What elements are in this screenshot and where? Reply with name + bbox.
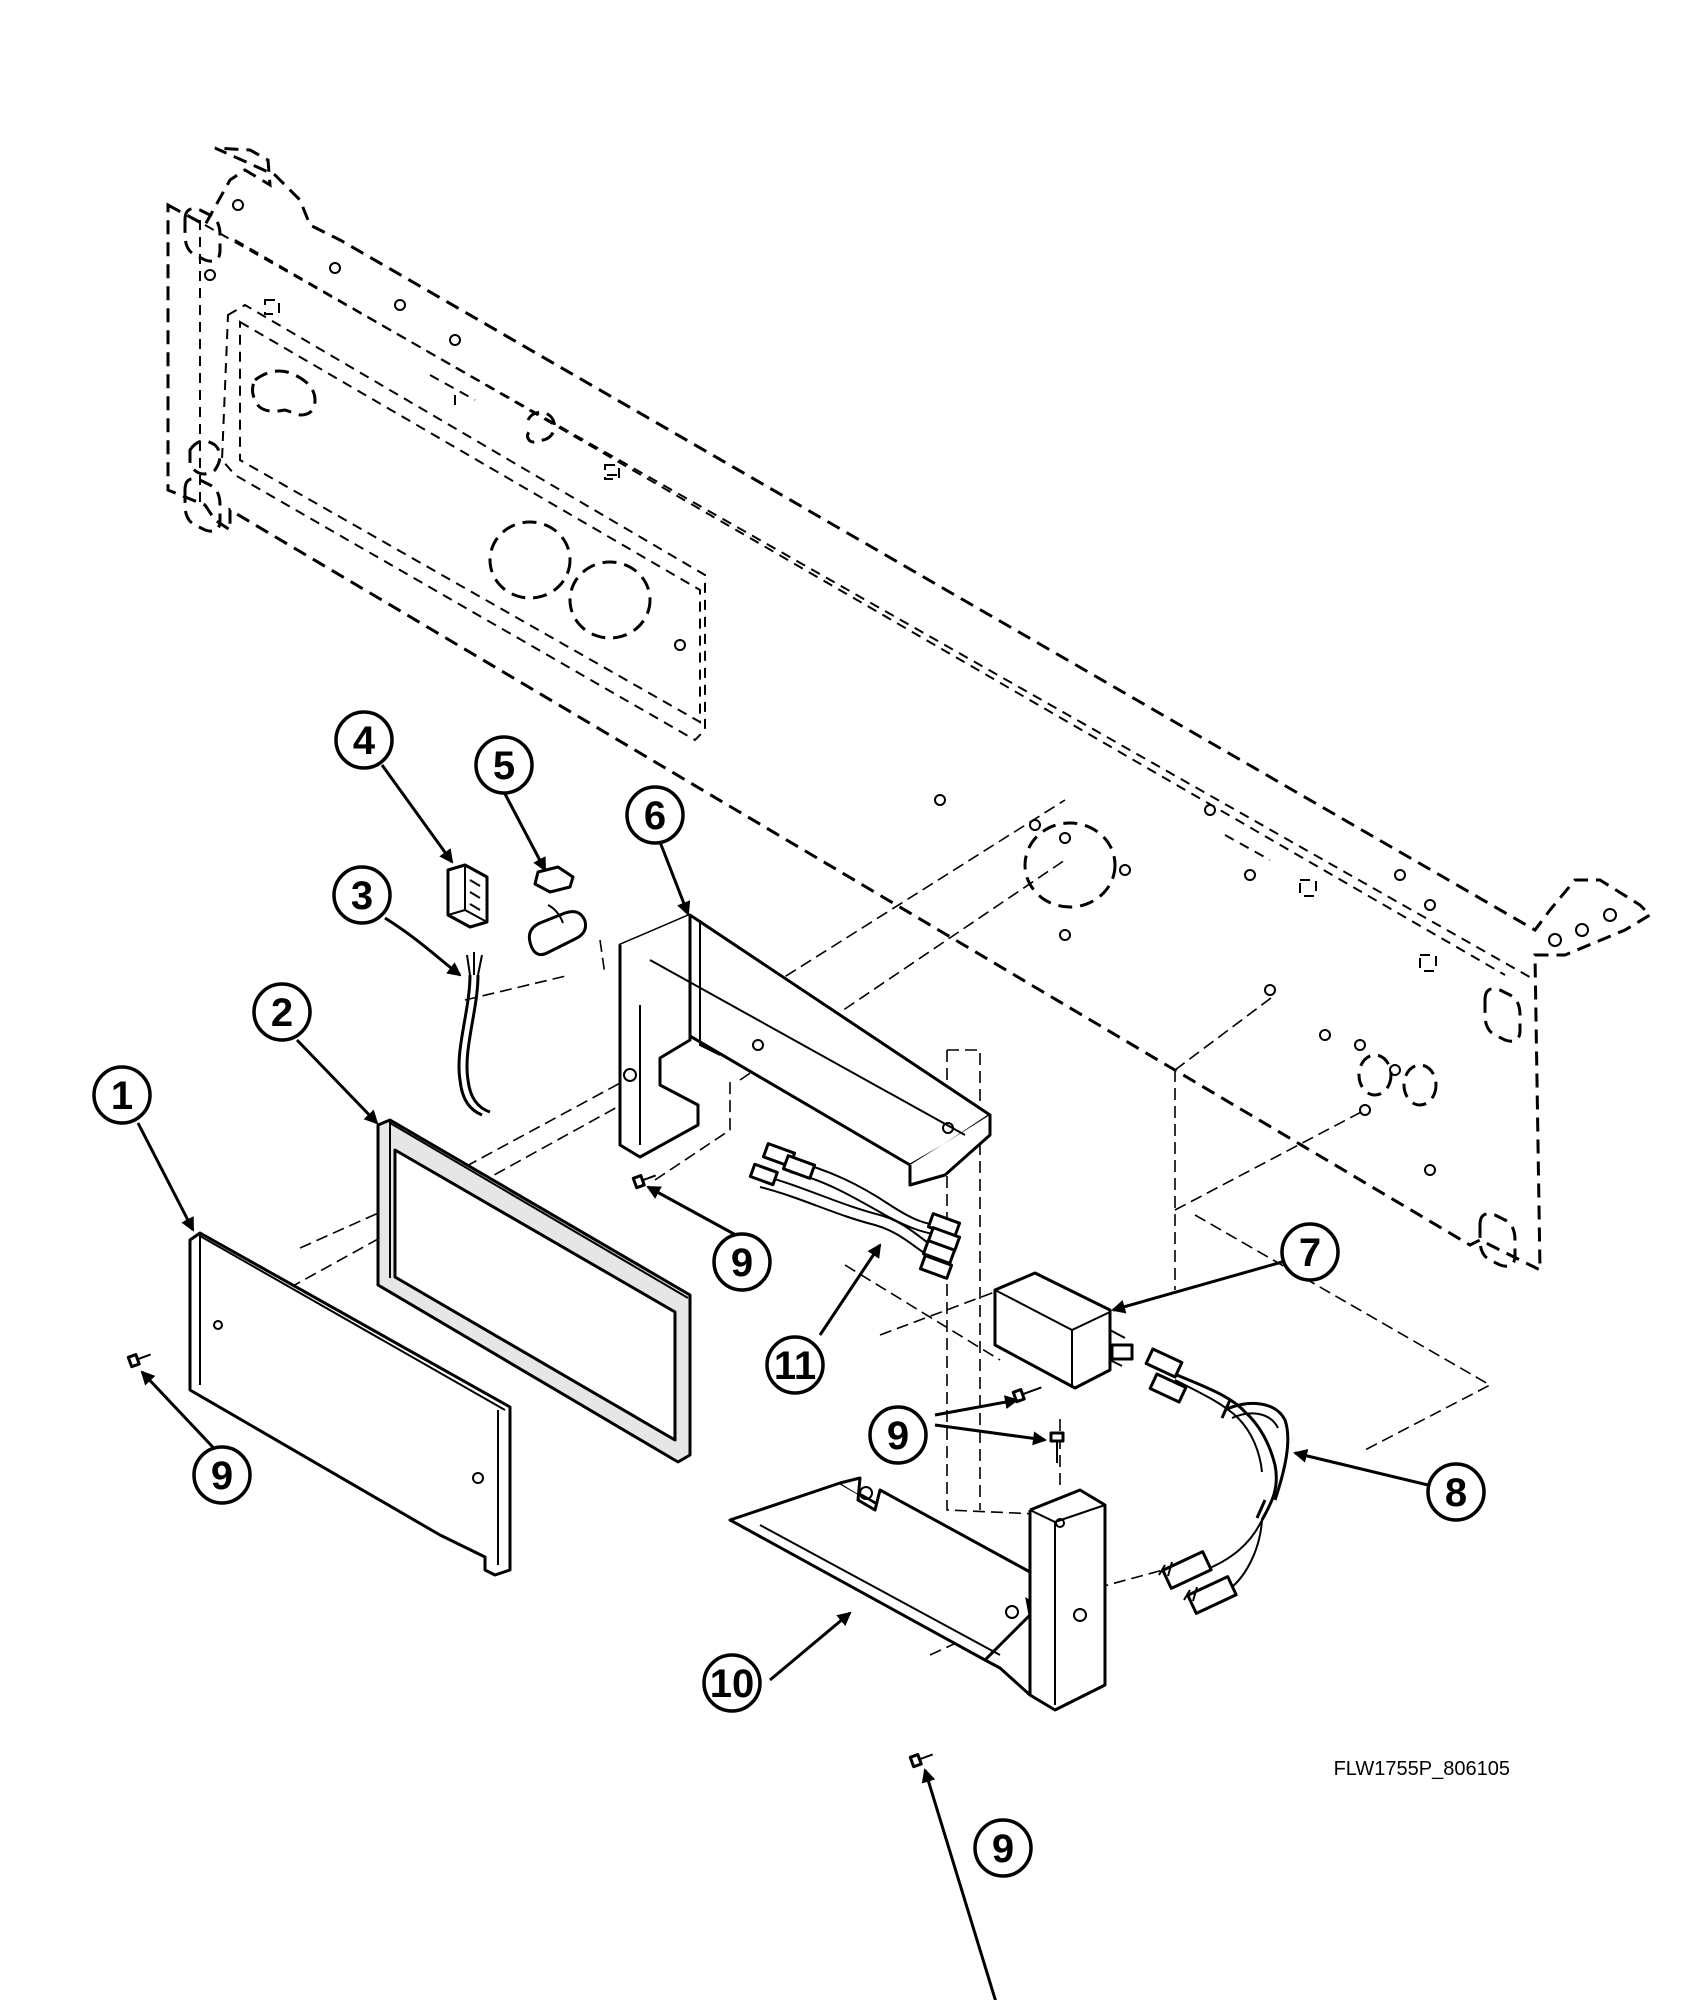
- callout-8: 8: [1426, 1462, 1486, 1522]
- part-7-filter-box: [993, 1271, 1134, 1390]
- callout-9-upper-bracket: 9: [712, 1232, 772, 1292]
- part-6-upper-bracket: [618, 913, 992, 1187]
- callout-9-lower-bracket: 9: [973, 1818, 1033, 1878]
- part-10-lower-bracket: [728, 1476, 1107, 1712]
- callout-label: 10: [710, 1662, 755, 1706]
- callout-arrows: [136, 764, 1429, 2000]
- part-5-clip: [527, 865, 587, 957]
- part-9-screws: [126, 1174, 1065, 1769]
- part-4-connector: [446, 863, 489, 929]
- part-2-gasket-frame: [376, 1118, 692, 1464]
- callout-9-filter: 9: [868, 1405, 928, 1465]
- callout-label: 6: [644, 794, 666, 838]
- part-8-harness: [1144, 1347, 1290, 1615]
- callout-label: 11: [774, 1344, 816, 1388]
- callout-label: 7: [1299, 1231, 1321, 1275]
- callout-10: 10: [702, 1653, 762, 1713]
- callout-label: 9: [211, 1454, 233, 1498]
- callout-label: 4: [353, 719, 376, 763]
- callout-9-cover: 9: [192, 1445, 252, 1505]
- part-3-wire: [457, 952, 491, 1117]
- part-1-cover-plate: [188, 1231, 512, 1577]
- callout-7: 7: [1280, 1222, 1340, 1282]
- callout-label: 1: [111, 1074, 133, 1118]
- drawing-code: FLW1755P_806105: [1334, 1758, 1510, 1780]
- callout-2: 2: [252, 982, 312, 1042]
- callout-label: 5: [493, 744, 515, 788]
- callout-label: 3: [351, 874, 373, 918]
- callout-3: 3: [332, 865, 392, 925]
- callout-label: 9: [731, 1241, 753, 1285]
- callout-label: 2: [271, 991, 293, 1035]
- callout-11: 11: [765, 1335, 825, 1395]
- callout-1: 1: [92, 1065, 152, 1125]
- callout-5: 5: [474, 735, 534, 795]
- callout-6: 6: [625, 785, 685, 845]
- part-11-jumper-harness: [748, 1142, 962, 1280]
- rear-control-panel-outline: [166, 146, 1653, 1273]
- callout-4: 4: [334, 710, 394, 770]
- callout-label: 8: [1445, 1471, 1467, 1515]
- callout-label: 9: [887, 1414, 909, 1458]
- callout-label: 9: [992, 1827, 1014, 1871]
